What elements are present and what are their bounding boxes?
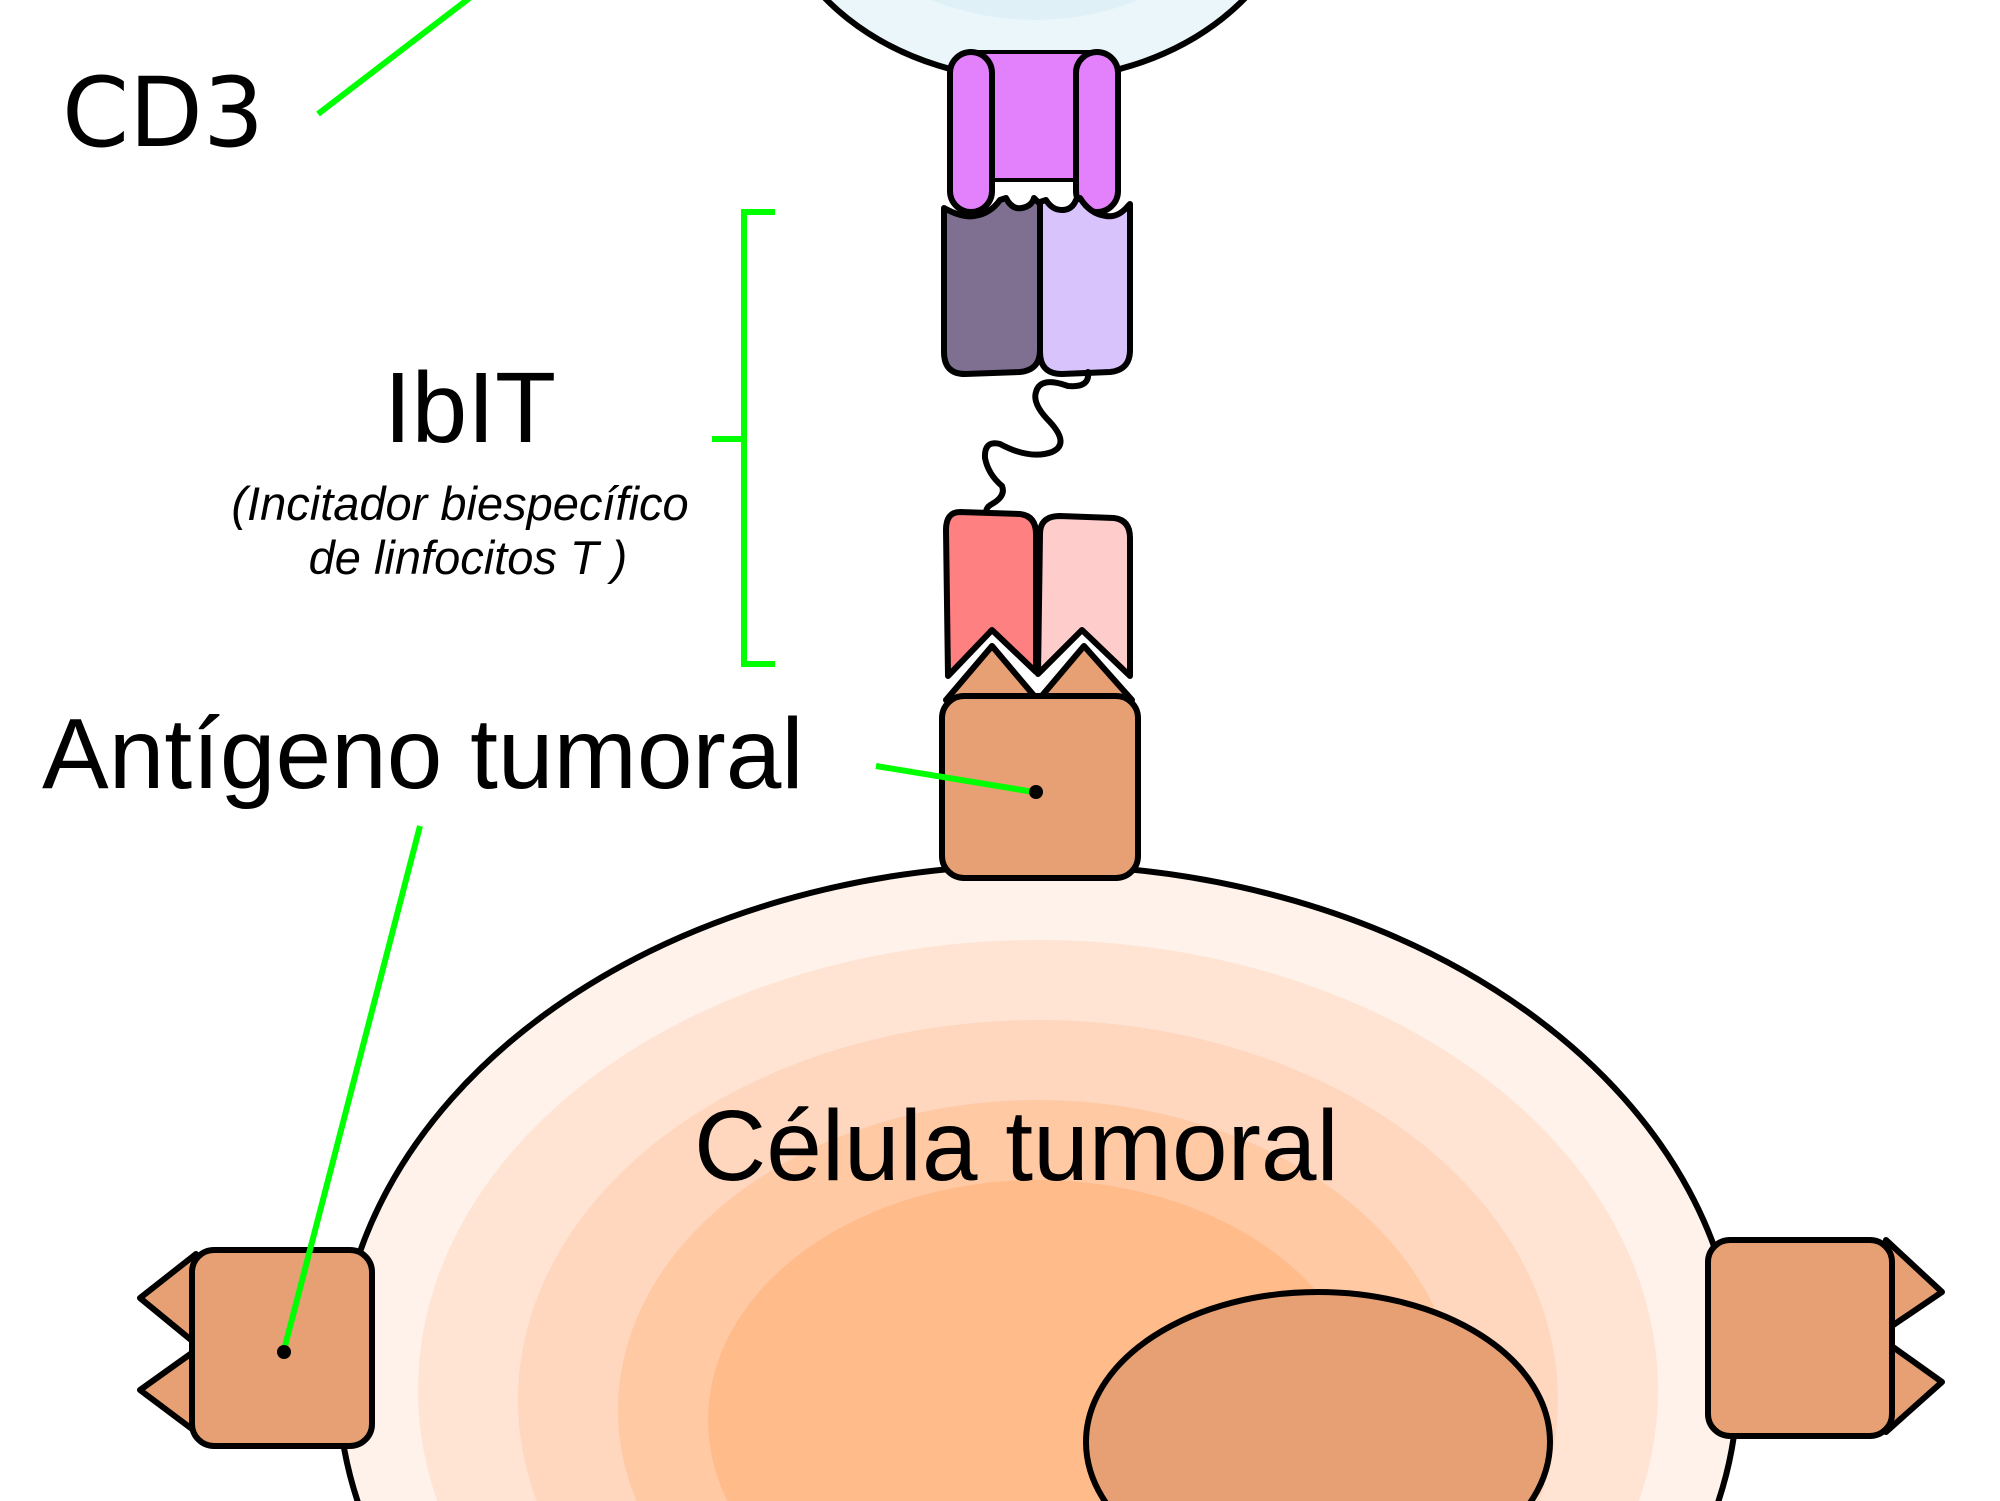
tumor-antigen-top — [939, 643, 1141, 881]
nucleus — [1083, 1289, 1553, 1501]
tumor-antigen-left — [137, 1247, 375, 1449]
tumor-antigen-label: Antígeno tumoral — [42, 698, 804, 810]
anti-cd3-vh — [941, 195, 1043, 377]
scfv-linker — [981, 369, 1092, 519]
tumor-cell — [335, 862, 1741, 1501]
antigen-pointer-dot-top — [1029, 785, 1043, 799]
cd3-label: CD3 — [62, 57, 264, 169]
cd3-leader-line — [316, 0, 472, 117]
anti-cd3-domain — [941, 195, 1133, 377]
bite-acronym-label: IbIT — [384, 352, 556, 464]
anti-tumor-vl — [1035, 513, 1133, 679]
bite-bracket — [741, 209, 775, 667]
bite-full-name-line2: de linfocitos T ) — [309, 531, 628, 584]
antigen-pointer-dot-left — [277, 1345, 291, 1359]
cd3-complex — [947, 49, 1121, 215]
antigen-leader-line-left — [281, 825, 423, 1351]
bite-full-name-line1: (Incitador biespecífico — [231, 477, 688, 530]
anti-tumor-antigen-domain — [943, 509, 1133, 679]
anti-cd3-vl — [1037, 195, 1133, 377]
anti-tumor-vh — [943, 509, 1039, 679]
antigen-leader-line-top — [875, 763, 1035, 795]
tumor-cell-label: Célula tumoral — [694, 1090, 1339, 1202]
tumor-antigen-right — [1705, 1237, 1945, 1439]
